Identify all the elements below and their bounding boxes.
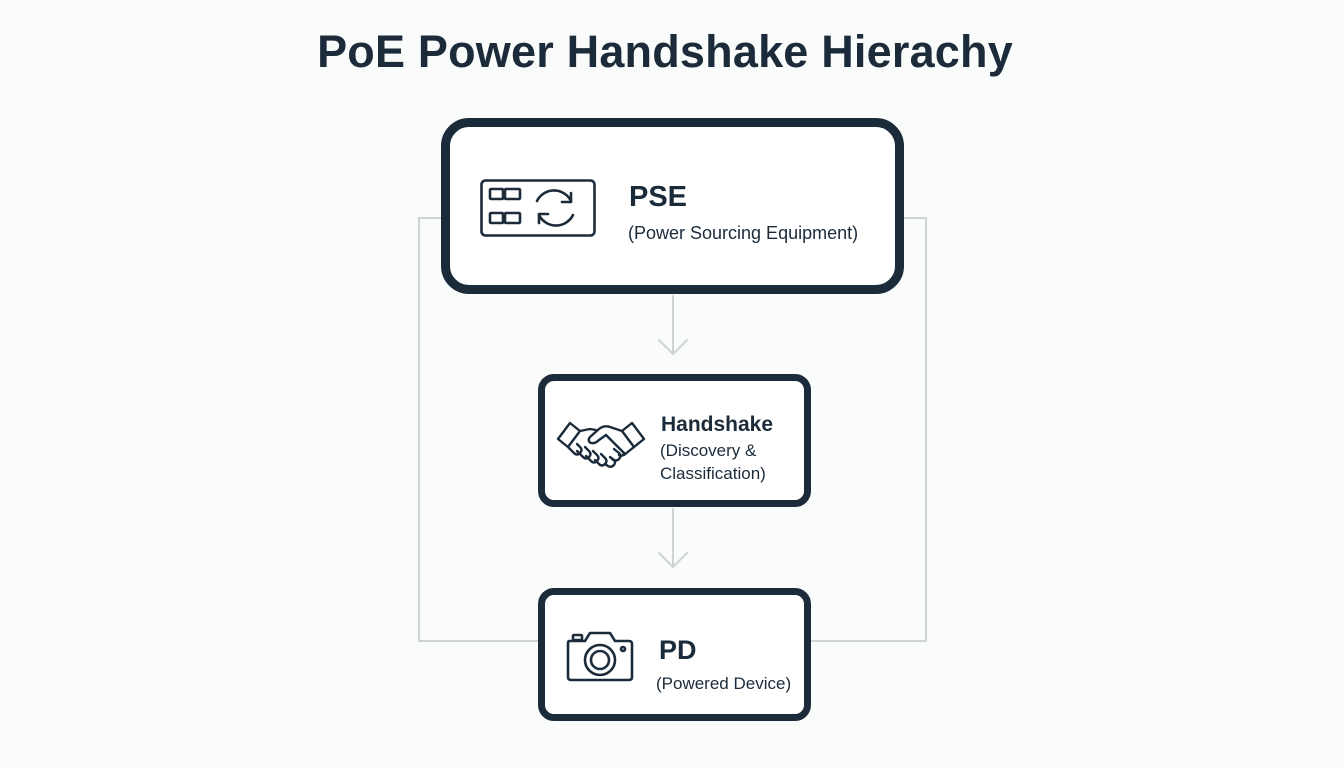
right-bracket-connector	[810, 217, 927, 642]
arrow-handshake-to-pd	[658, 508, 688, 568]
pd-title: PD	[659, 635, 697, 665]
handshake-subtitle-line-1: (Discovery &	[660, 441, 757, 460]
handshake-title: Handshake	[661, 413, 774, 436]
switch-sync-icon	[480, 179, 596, 237]
pse-node: PSE (Power Sourcing Equipment)	[441, 118, 904, 294]
pd-subtitle: (Powered Device)	[656, 674, 792, 693]
arrow-pse-to-handshake	[658, 295, 688, 355]
handshake-subtitle-line-2: Classification)	[660, 464, 766, 483]
handshake-subtitle: (Discovery & Classification)	[660, 439, 766, 485]
pse-subtitle: (Power Sourcing Equipment)	[628, 223, 859, 243]
pse-title: PSE	[629, 181, 688, 213]
camera-icon	[565, 629, 635, 683]
handshake-icon	[556, 413, 646, 471]
handshake-node: Handshake (Discovery & Classification)	[538, 374, 811, 507]
left-bracket-connector	[418, 217, 539, 642]
page-title: PoE Power Handshake Hierachy	[317, 26, 1013, 77]
pd-node: PD (Powered Device)	[538, 588, 811, 721]
